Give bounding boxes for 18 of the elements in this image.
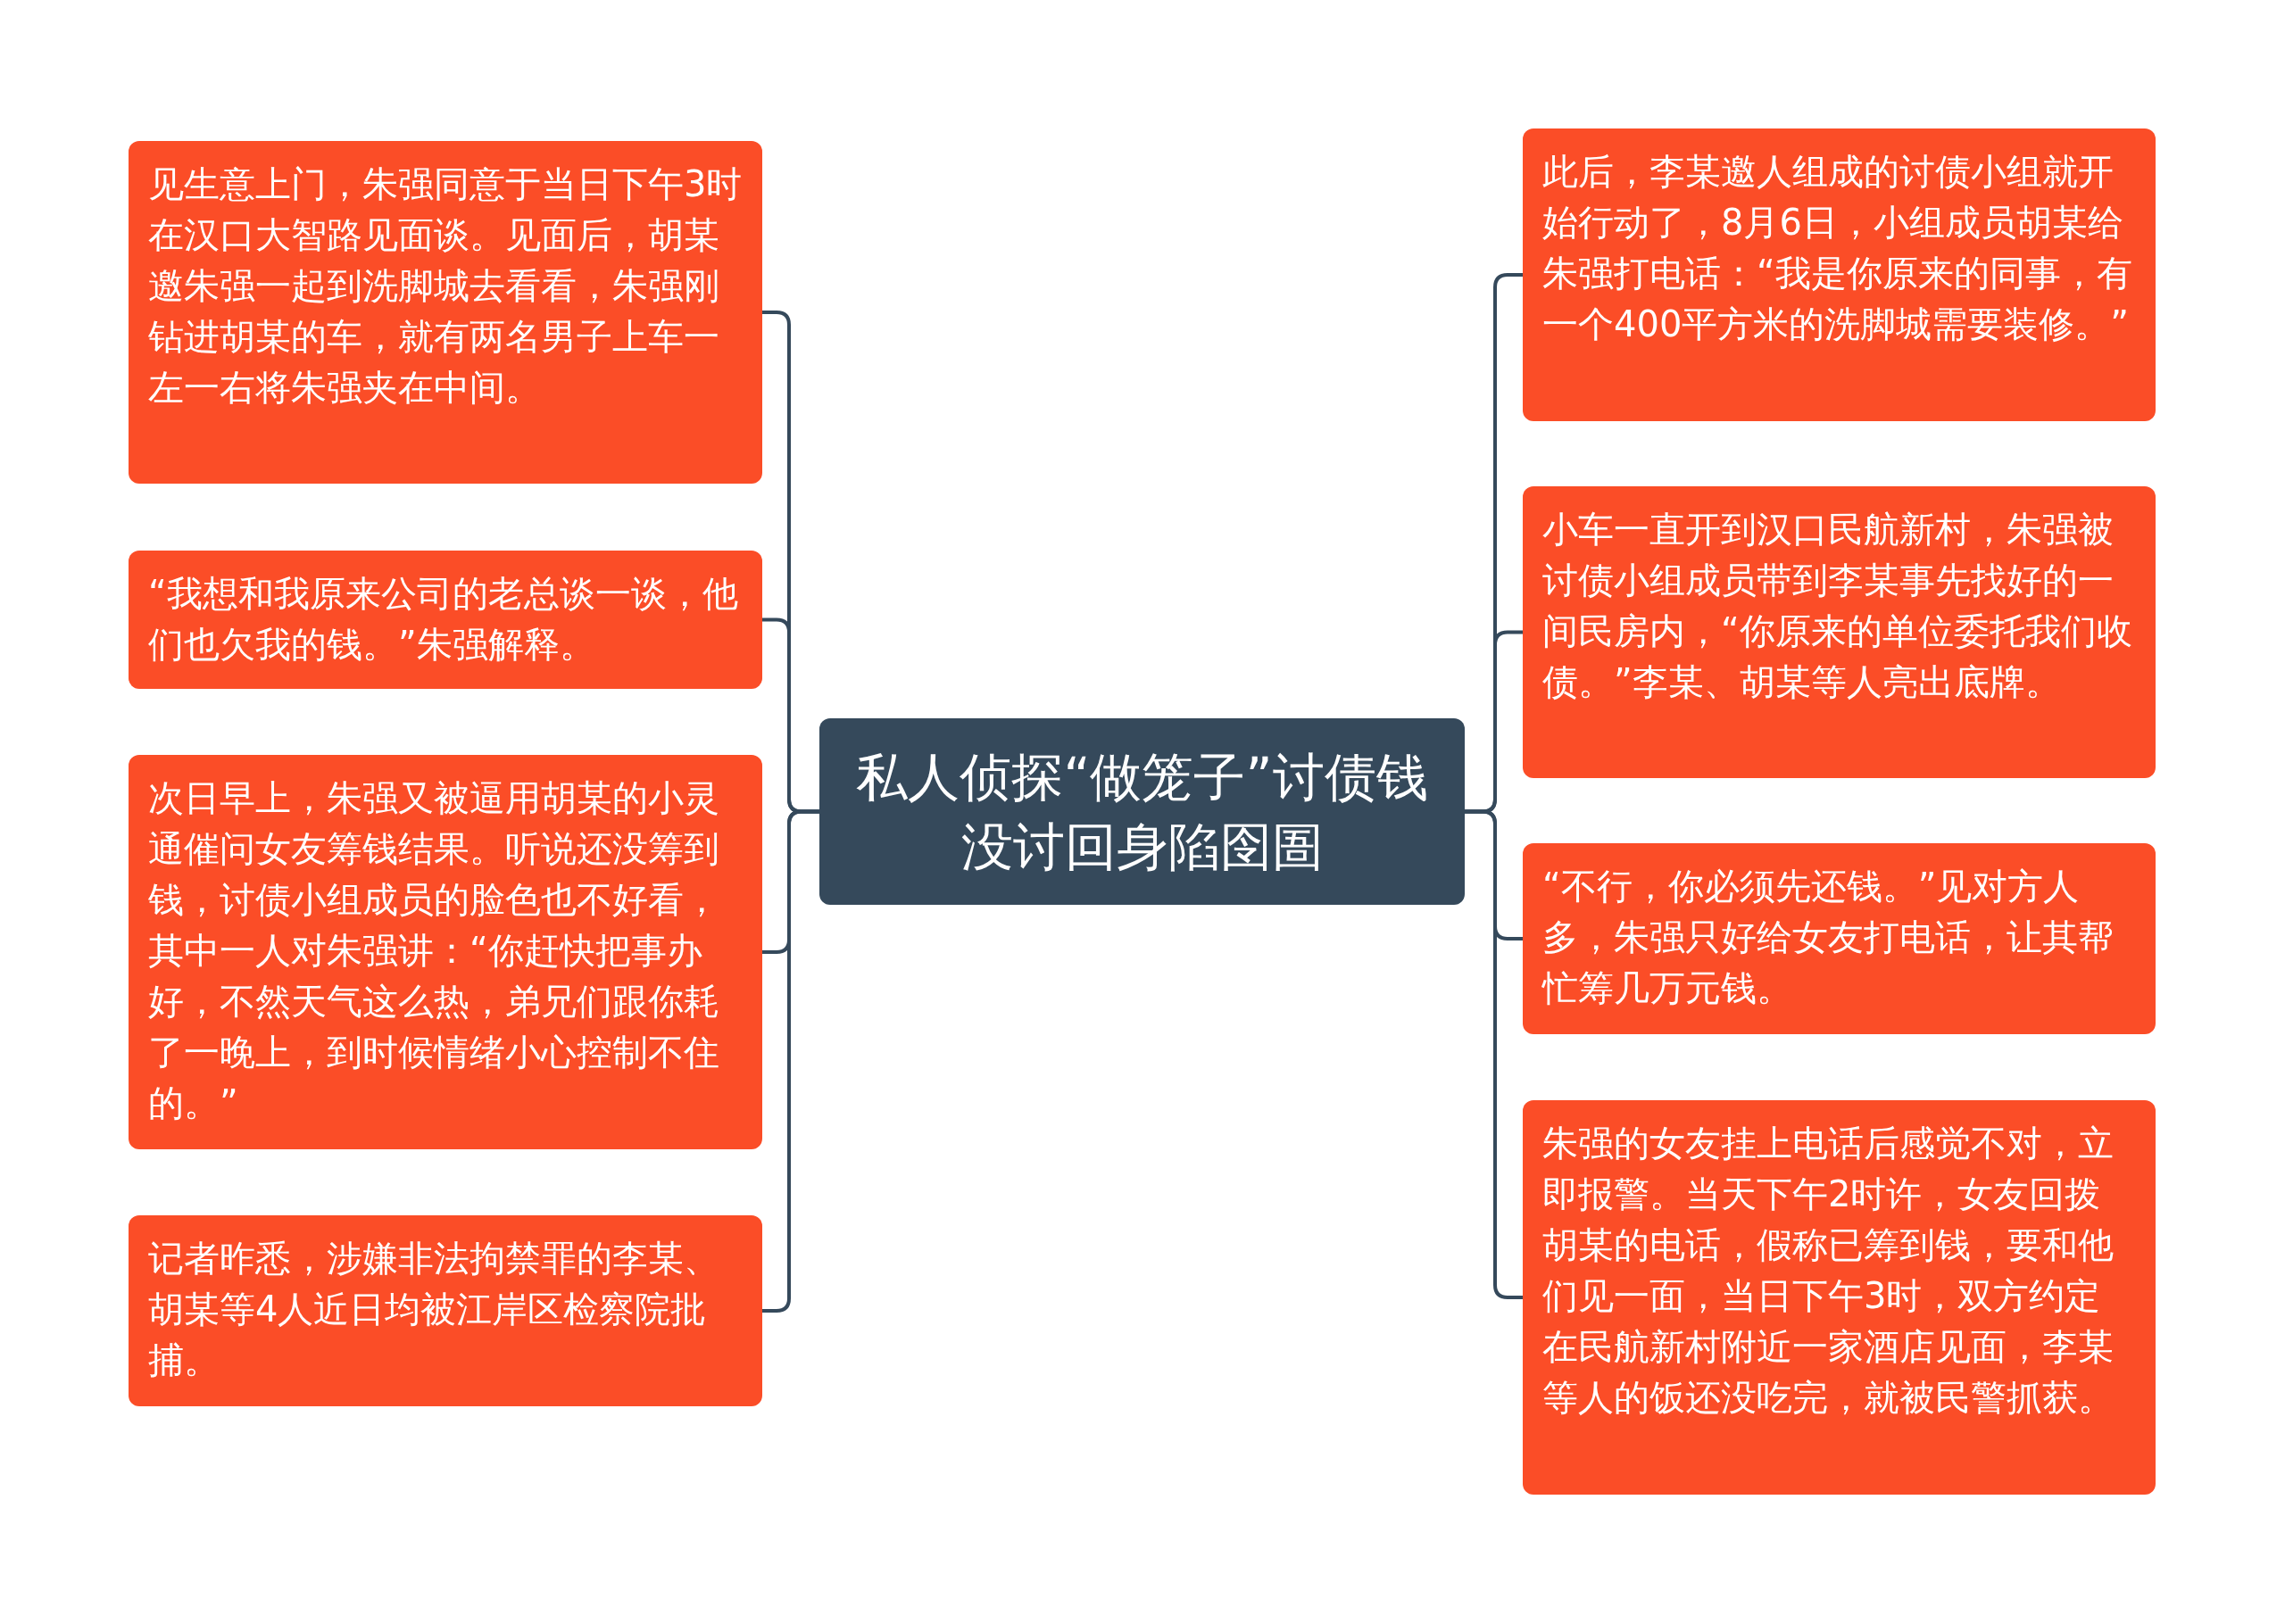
note-text: 见生意上门，朱强同意于当日下午3时在汉口大智路见面谈。见面后，胡某邀朱强一起到洗脚城去看看，朱强刚钻进胡某的车，就有两名男子上车一左一右将朱强夹在中间。 (148, 162, 743, 410)
note-box (129, 755, 762, 1149)
note-box (1523, 128, 2156, 421)
note-box (129, 551, 762, 689)
note-text: 次日早上，朱强又被逼用胡某的小灵通催问女友筹钱结果。听说还没筹到钱，讨债小组成员的脸色也不好看，其中一人对朱强讲：“你赶快把事办好，不然天气这么热，弟兄们跟你耗了一晚上，到时候情绪小心控制不住的。” (148, 776, 720, 1125)
note-box (1523, 843, 2156, 1034)
note-text: 记者昨悉，涉嫌非法拘禁罪的李某、胡某等4人近日均被江岸区检察院批捕。 (148, 1237, 720, 1382)
note-text: “不行，你必须先还钱。”见对方人多，朱强只好给女友打电话，让其帮忙筹几万元钱。 (1542, 865, 2115, 1010)
note-box (129, 1215, 762, 1406)
topic-box (819, 718, 1465, 905)
note-text: 小车一直开到汉口民航新村，朱强被讨债小组成员带到李某事先找好的一间民房内，“你原来的单位委托我们收债。”李某、胡某等人亮出底牌。 (1542, 508, 2133, 704)
note-text: 朱强的女友挂上电话后感觉不对，立即报警。当天下午2时许，女友回拨胡某的电话，假称已筹到钱，要和他们见一面，当日下午3时，双方约定在民航新村附近一家酒店见面，李某等人的饭还没吃完，就被民警抓获。 (1542, 1122, 2115, 1420)
note-box (129, 141, 762, 484)
note-box (1523, 486, 2156, 778)
note-box (1523, 1100, 2156, 1495)
note-text: 此后，李某邀人组成的讨债小组就开始行动了，8月6日，小组成员胡某给朱强打电话：“我是你原来的同事，有一个400平方米的洗脚城需要装修。” (1542, 150, 2133, 346)
note-text: “我想和我原来公司的老总谈一谈，他们也欠我的钱。”朱强解释。 (148, 572, 739, 667)
topic-text: 私人侦探“做笼子”讨债钱没讨回身陷囹圄 (855, 745, 1429, 879)
